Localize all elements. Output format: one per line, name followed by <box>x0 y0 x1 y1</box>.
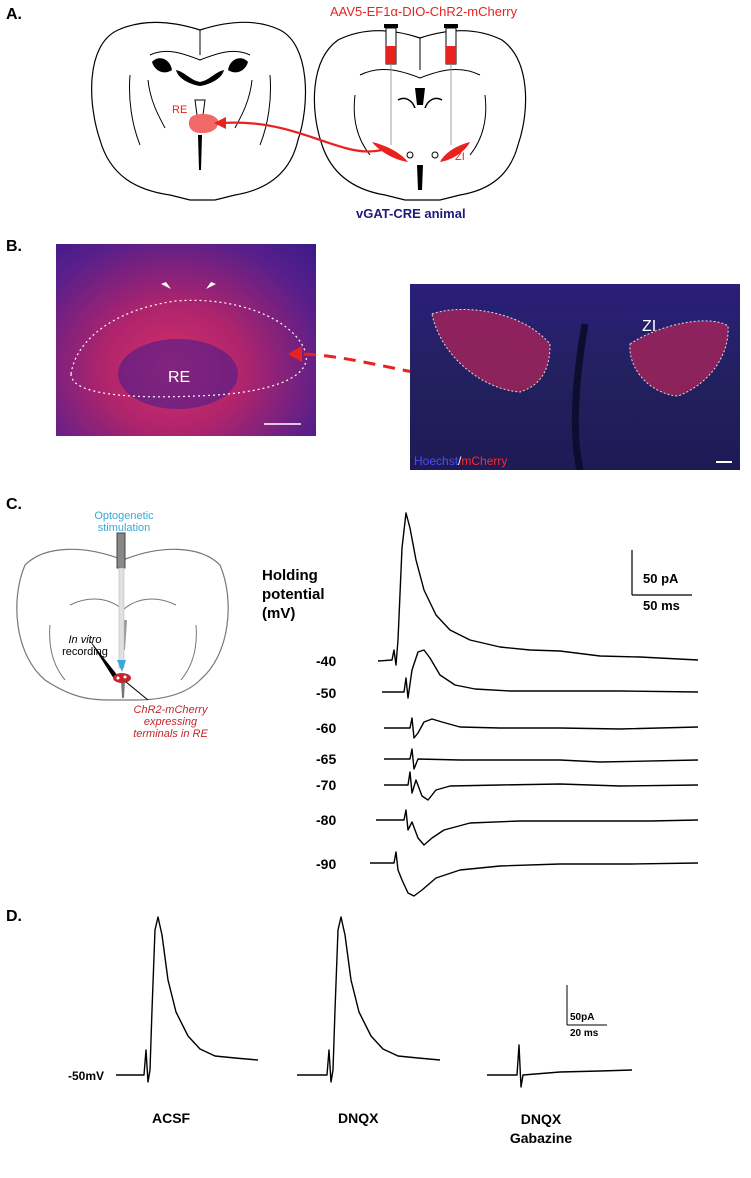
holding-value-minus50: -50 <box>316 685 337 701</box>
condition-dnqx-gabazine: DNQX Gabazine <box>502 1110 580 1148</box>
zi-micrograph: ZI Hoechst/mCherry <box>410 284 740 470</box>
panel-b-re-label: RE <box>168 369 191 386</box>
holding-line-2: potential <box>262 586 325 603</box>
holding-value-minus65: -65 <box>316 751 337 767</box>
trace-minus80 <box>376 809 699 846</box>
zi-outline <box>431 309 732 470</box>
holding-line-3: (mV) <box>262 605 296 622</box>
stain-separator: / <box>458 454 462 468</box>
condition-dnqx: DNQX <box>338 1110 379 1126</box>
panel-a-zi-label: ZI <box>455 151 465 163</box>
holding-line-1: Holding <box>262 567 318 584</box>
panel-b-zi-label: ZI <box>642 318 657 335</box>
mcherry-label: mCherry <box>461 454 508 468</box>
optogenetic-line-2: stimulation <box>97 522 151 534</box>
in-vitro-text: In vitro <box>68 634 102 646</box>
panel-a-re-label: RE <box>172 104 188 116</box>
optogenetic-label: Optogenetic stimulation <box>84 510 164 534</box>
panel-c-label: C. <box>6 496 22 513</box>
optogenetic-line-1: Optogenetic <box>94 510 154 522</box>
holding-value-minus90: -90 <box>316 856 337 872</box>
terminals-label: ChR2-mCherry expressing terminals in RE <box>118 704 223 740</box>
trace-dnqx-gabazine <box>487 1044 633 1088</box>
terminals-line-2: expressing <box>143 716 198 728</box>
in-vitro-recording-label: In vitro recording <box>55 634 115 658</box>
panel-d-scale-y: 50pA <box>570 1012 595 1023</box>
panel-a-label: A. <box>6 6 22 23</box>
trace-minus90 <box>370 851 699 897</box>
panel-d-scale-x: 20 ms <box>570 1028 599 1039</box>
trace-minus70 <box>384 771 699 801</box>
panel-c-scale-x: 50 ms <box>643 598 680 613</box>
trace-dnqx <box>297 916 441 1083</box>
condition-acsf: ACSF <box>152 1110 191 1126</box>
terminals-line-3: terminals in RE <box>133 728 208 740</box>
holding-value-minus70: -70 <box>316 777 337 793</box>
holding-value-minus60: -60 <box>316 720 337 736</box>
trace-minus40 <box>377 512 699 666</box>
trace-minus50 <box>382 649 699 699</box>
holding-value-minus40: -40 <box>316 653 337 669</box>
trace-minus60 <box>384 717 699 739</box>
trace-acsf <box>116 916 259 1083</box>
trace-minus65 <box>384 748 699 770</box>
panel-a-coronal-sections <box>91 21 527 201</box>
condition-dnqx-2: DNQX <box>520 1111 562 1127</box>
virus-label: AAV5-EF1α-DIO-ChR2-mCherry <box>330 4 518 19</box>
panel-b-label: B. <box>6 238 22 255</box>
panel-c-scale-y: 50 pA <box>643 571 679 586</box>
recording-text: recording <box>62 646 108 658</box>
panel-d-label: D. <box>6 908 22 925</box>
panel-d-holding: -50mV <box>68 1069 105 1083</box>
hoechst-label: Hoechst <box>414 454 459 468</box>
holding-value-minus80: -80 <box>316 812 337 828</box>
condition-gabazine: Gabazine <box>509 1130 573 1146</box>
terminals-line-1: ChR2-mCherry <box>133 704 208 716</box>
holding-potential-title: Holding potential (mV) <box>262 566 325 623</box>
re-micrograph: RE <box>56 244 316 436</box>
animal-label: vGAT-CRE animal <box>356 206 466 221</box>
